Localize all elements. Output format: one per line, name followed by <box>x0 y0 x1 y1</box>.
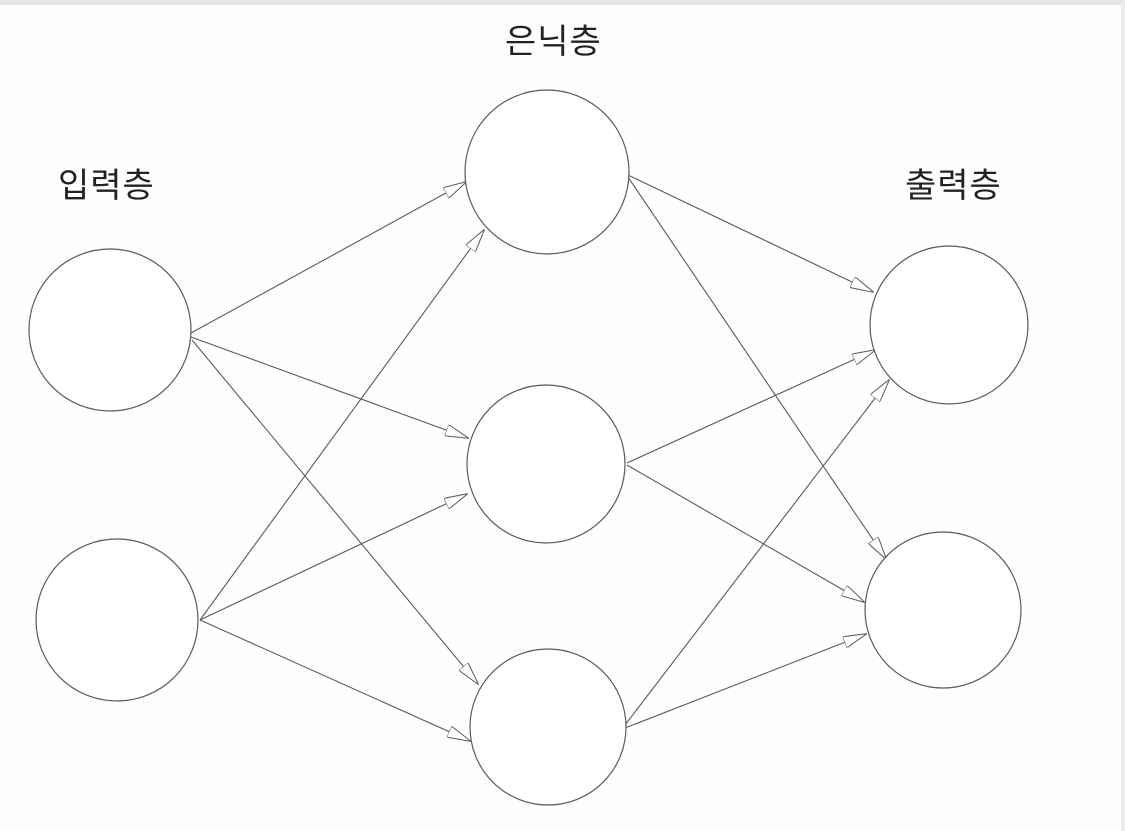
edge-hidden1-output1 <box>627 174 873 292</box>
hidden-node-3 <box>469 648 627 806</box>
edge-hidden3-output1 <box>624 380 889 726</box>
edge-input1-hidden2 <box>190 336 468 438</box>
edge-input1-hidden3 <box>191 339 478 684</box>
input-layer-label: 입력층 <box>58 166 155 206</box>
hidden-node-1 <box>464 89 630 255</box>
nodes <box>28 89 1029 806</box>
edge-hidden2-output2 <box>626 464 864 602</box>
edge-hidden3-output2 <box>624 634 866 729</box>
output-layer-label: 출력층 <box>905 166 1002 206</box>
page-top-edge <box>0 0 1125 5</box>
edge-input2-hidden2 <box>199 494 467 621</box>
output-node-1 <box>869 245 1029 405</box>
input-node-2 <box>35 538 199 702</box>
edge-input2-hidden1 <box>199 230 484 621</box>
hidden-node-2 <box>466 384 626 544</box>
edge-hidden2-output1 <box>626 350 875 464</box>
edge-hidden1-output2 <box>627 176 886 559</box>
page-right-edge <box>1121 0 1125 831</box>
hidden-layer-label: 은닉층 <box>505 22 602 62</box>
connections <box>190 174 889 741</box>
edge-input1-hidden1 <box>190 182 466 334</box>
input-node-1 <box>28 248 192 412</box>
output-node-2 <box>864 531 1022 689</box>
edge-input2-hidden3 <box>199 619 470 741</box>
